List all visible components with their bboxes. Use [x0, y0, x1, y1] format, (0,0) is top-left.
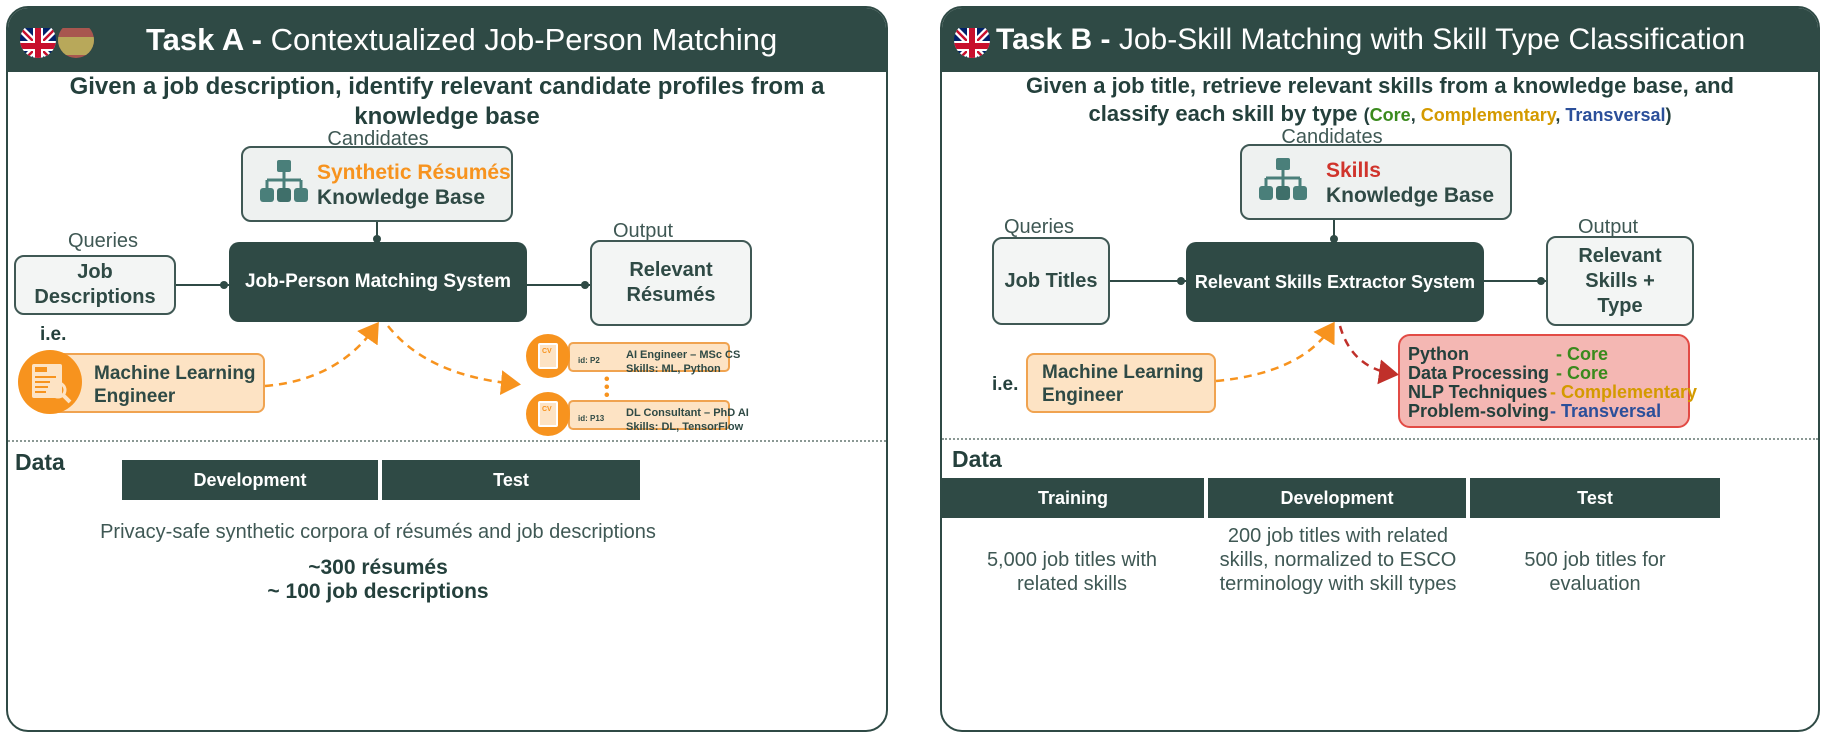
- task-b-header: Task B - Job-Skill Matching with Skill T…: [942, 8, 1818, 72]
- task-b-connectors: [1110, 220, 1546, 385]
- uk-flag-icon: [954, 22, 990, 58]
- ellipsis-dots: •••: [604, 371, 610, 404]
- uk-flag-icon: [20, 22, 56, 58]
- list-item: Python- Core: [1408, 344, 1609, 364]
- skills-output-list: Python- Core Data Processing- Core NLP T…: [1398, 334, 1698, 428]
- data-description: Privacy-safe synthetic corpora of résumé…: [100, 521, 656, 543]
- knowledge-base-box: Synthetic Résumés Knowledge Base: [241, 146, 513, 222]
- table-header-test: Test: [1470, 478, 1720, 518]
- list-item: Data Processing- Core: [1408, 363, 1609, 383]
- cv-document-icon: CV: [526, 334, 570, 378]
- knowledge-base-box: Skills Knowledge Base: [1240, 144, 1512, 220]
- task-a-subtitle: Given a job description, identify releva…: [69, 73, 825, 130]
- data-heading: Data: [952, 446, 1002, 472]
- task-b-title: Task B - Job-Skill Matching with Skill T…: [996, 23, 1746, 56]
- task-a-title: Task A - Contextualized Job-Person Match…: [146, 22, 778, 57]
- list-item: NLP Techniques- Complementary: [1408, 382, 1698, 402]
- job-person-matching-system: Job-Person Matching System: [229, 242, 527, 322]
- cv-document-icon: CV: [526, 392, 570, 436]
- section-divider: [942, 438, 1818, 440]
- list-item: Problem-solving- Transversal: [1408, 401, 1662, 421]
- kb-label: Knowledge Base: [1326, 184, 1495, 207]
- queries-label: Queries: [68, 230, 139, 252]
- example-query-box: Machine Learning Engineer: [1026, 353, 1216, 413]
- task-a-header: Task A - Contextualized Job-Person Match…: [8, 8, 886, 72]
- hierarchy-icon: [1259, 158, 1307, 200]
- kb-highlight: Synthetic Résumés: [317, 161, 511, 184]
- table-header-development: Development: [1208, 478, 1468, 518]
- task-a-panel: Task A - Contextualized Job-Person Match…: [6, 6, 888, 732]
- task-b-panel: Task B - Job-Skill Matching with Skill T…: [940, 6, 1820, 732]
- spain-flag-icon: [58, 22, 94, 58]
- kb-highlight: Skills: [1326, 159, 1381, 182]
- output-label: Output: [613, 220, 674, 242]
- table-cell-test: 500 job titles for evaluation: [1524, 549, 1666, 595]
- ie-label: i.e.: [992, 374, 1019, 395]
- table-cell-development: 200 job titles with related skills, norm…: [1219, 525, 1457, 595]
- task-b-subtitle: Given a job title, retrieve relevant ski…: [1026, 73, 1734, 126]
- table-header-development: Development: [122, 460, 380, 500]
- table-header-test: Test: [382, 460, 640, 500]
- example-query-box: Machine Learning Engineer: [48, 353, 265, 413]
- job-description-count: ~ 100 job descriptions: [267, 580, 489, 603]
- table-cell-training: 5,000 job titles with related skills: [986, 549, 1158, 595]
- job-descriptions-box: Job Descriptions: [14, 255, 176, 315]
- data-heading: Data: [15, 449, 65, 475]
- section-divider: [8, 440, 886, 442]
- resume-count: ~300 résumés: [308, 556, 448, 579]
- relevant-resumes-box: Relevant Résumés: [590, 240, 752, 326]
- job-titles-box: Job Titles: [992, 237, 1110, 325]
- example-query-text: Machine Learning Engineer: [94, 363, 256, 407]
- relevant-skills-type-box: Relevant Skills + Type: [1546, 236, 1694, 326]
- queries-label: Queries: [1004, 216, 1075, 238]
- candidates-label: Candidates: [1281, 126, 1383, 148]
- ie-label: i.e.: [40, 324, 67, 345]
- hierarchy-icon: [260, 160, 308, 202]
- kb-label: Knowledge Base: [317, 186, 486, 209]
- job-search-icon: [18, 350, 82, 414]
- task-a-connectors: [176, 222, 590, 396]
- candidates-label: Candidates: [327, 128, 429, 150]
- output-label: Output: [1578, 216, 1639, 238]
- relevant-skills-extractor-system: Relevant Skills Extractor System: [1186, 242, 1484, 322]
- table-header-training: Training: [942, 478, 1206, 518]
